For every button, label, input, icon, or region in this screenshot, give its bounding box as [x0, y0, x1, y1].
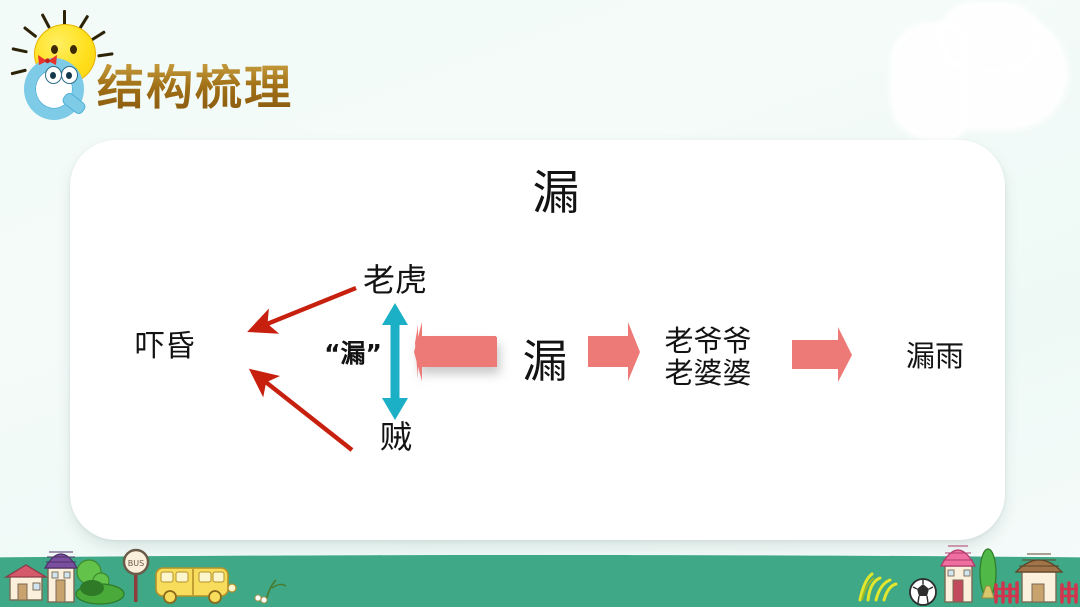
- ribbon-bow-icon: [38, 55, 57, 65]
- logo: [8, 10, 114, 126]
- node-leaking-rain: 漏雨: [905, 339, 964, 373]
- node-heading-lou: 漏: [532, 166, 580, 221]
- node-tiger: 老虎: [362, 261, 427, 299]
- node-center-lou: 漏: [522, 335, 568, 388]
- node-old-couple: 老爷爷 老婆婆: [664, 324, 752, 391]
- grass-slope: [0, 555, 1080, 577]
- node-thief: 贼: [379, 418, 412, 456]
- grass-band: [0, 577, 1080, 607]
- slide-header: 结构梳理: [0, 0, 520, 145]
- mascot-eye-icon: [45, 66, 62, 84]
- cloud-icon: [938, 2, 1042, 74]
- page-title: 结构梳理: [97, 61, 293, 114]
- mascot-eye-icon: [61, 66, 78, 84]
- node-quoted-word-lou: “漏”: [324, 339, 382, 368]
- node-frightened: 吓昏: [135, 329, 195, 364]
